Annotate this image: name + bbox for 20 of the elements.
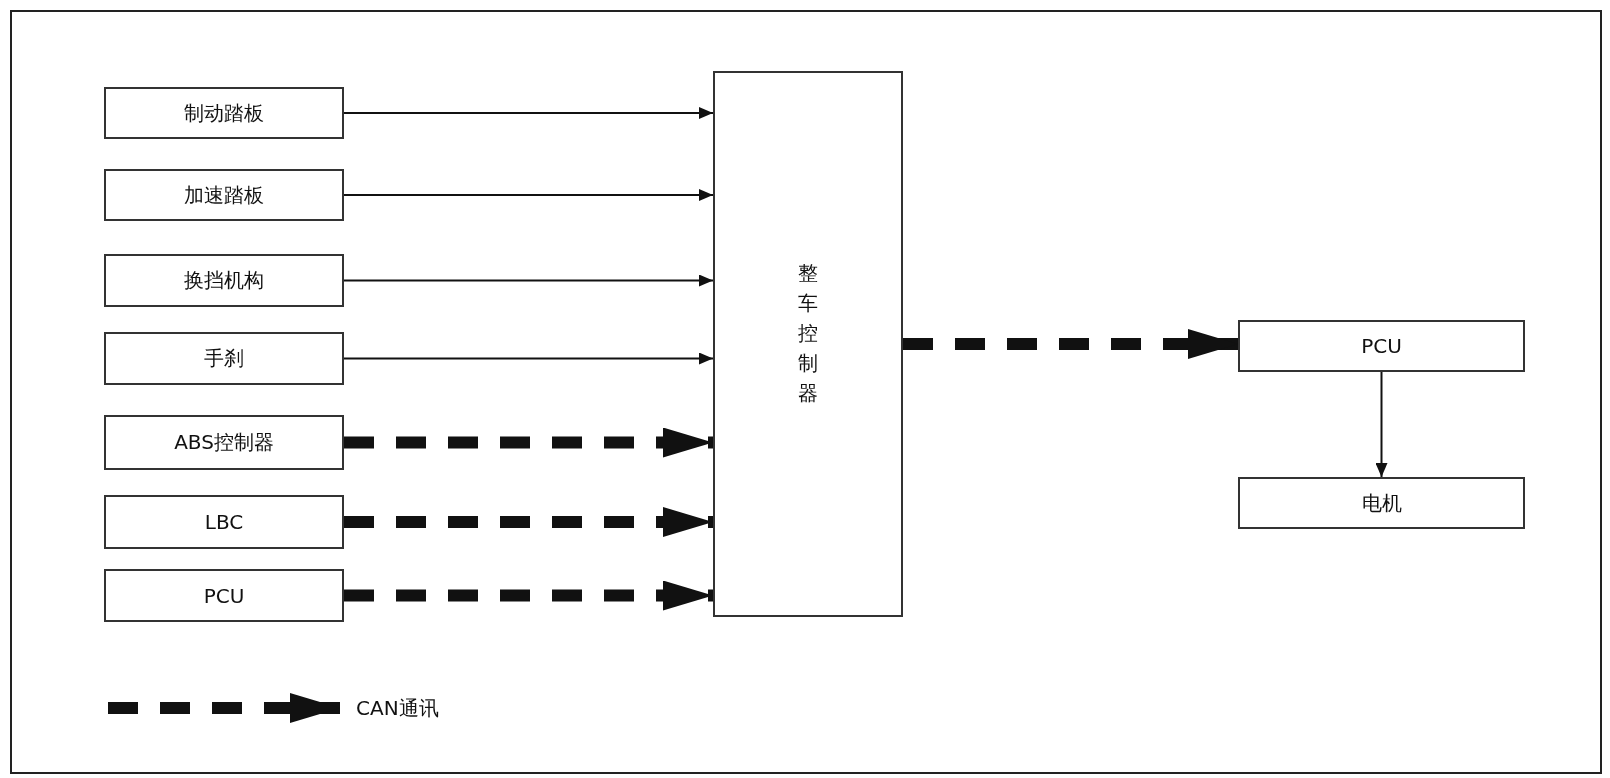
arrow <box>343 107 714 119</box>
arrow <box>343 274 714 287</box>
component-box: PCU <box>104 569 344 622</box>
component-box: 制动踏板 <box>104 87 344 139</box>
can-bus-arrow <box>344 427 713 458</box>
component-box: 换挡机构 <box>104 254 344 307</box>
component-box: 加速踏板 <box>104 169 344 221</box>
arrow <box>1375 371 1388 478</box>
controller-box: 整车控制器 <box>713 71 903 617</box>
component-box: 手刹 <box>104 332 344 385</box>
component-box: LBC <box>104 495 344 549</box>
legend-label: CAN通讯 <box>356 695 439 722</box>
component-box: 电机 <box>1238 477 1525 529</box>
arrow <box>343 189 714 201</box>
can-bus-arrow <box>344 507 713 537</box>
can-bus-arrow <box>344 580 713 611</box>
can-bus-arrow <box>903 329 1238 359</box>
arrow <box>343 352 714 365</box>
component-box: ABS控制器 <box>104 415 344 470</box>
component-box: PCU <box>1238 320 1525 372</box>
